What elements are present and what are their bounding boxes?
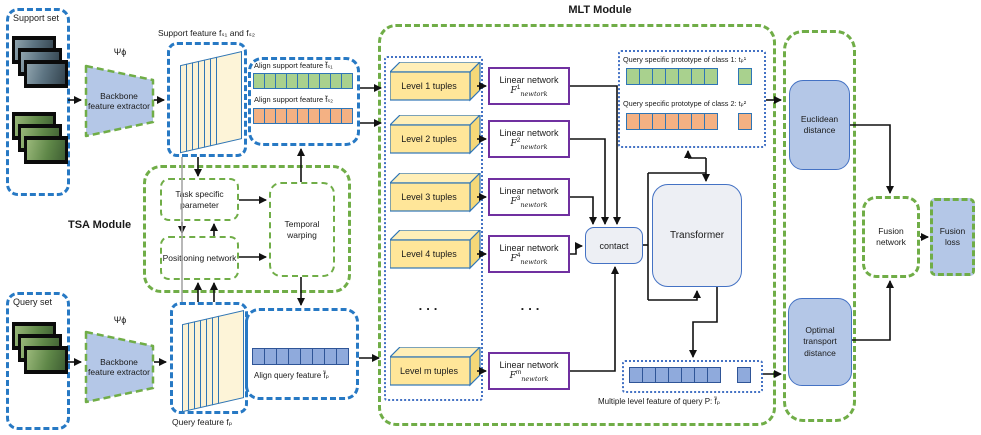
backbone-extractor-label-bottom: Backbone feature extractor: [88, 356, 150, 377]
linear-network-3-box: Linear network F3newtork: [488, 178, 570, 216]
video-thumbnail: [24, 346, 68, 374]
optimal-transport-box: Optimal transport distance: [788, 298, 852, 386]
align-query-box: [245, 308, 359, 400]
level-3-tuples-box: Level 3 tuples: [388, 171, 482, 213]
linear-network-4-box: Linear network F4newtork: [488, 235, 570, 273]
linear-network-1-formula: F1newtork: [510, 84, 548, 98]
linear-network-m-box: Linear network Fmnewtork: [488, 352, 570, 390]
linear-network-1-box: Linear network F1newtork: [488, 67, 570, 105]
align-support-s1-cells: [253, 73, 353, 89]
linear-network-m-label: Linear network: [499, 359, 559, 370]
align-support-s2-label: Align support feature f̃ₛ₂: [254, 95, 334, 104]
linear-network-4-formula: F4newtork: [510, 252, 548, 266]
level-m-tuples-label: Level m tuples: [399, 366, 459, 376]
tsa-module-box: [143, 165, 351, 293]
align-query-label: Align query feature f̃ₚ: [254, 371, 330, 380]
backbone-extractor-shape-bottom: [84, 330, 155, 404]
level-4-tuples-box: Level 4 tuples: [388, 228, 482, 270]
positioning-network-box: Positioning network: [160, 236, 239, 280]
linear-network-2-label: Linear network: [499, 127, 559, 138]
linear-network-2-formula: F2newtork: [510, 137, 548, 151]
query-set-box: [6, 292, 70, 430]
multi-level-feature-cells: [629, 367, 751, 383]
query-set-label: Query set: [13, 297, 53, 307]
psi-phi-label-top: Ψϕ: [113, 47, 127, 58]
transformer-box: Transformer: [652, 184, 742, 287]
align-query-cells: [252, 348, 349, 365]
contact-box: contact: [585, 227, 643, 264]
support-feature-stack-box: [167, 42, 247, 157]
query-prototype-2-cells: [626, 113, 752, 130]
level-tuples-group-box: [384, 56, 483, 401]
query-prototype-1-label: Query specific prototype of class 1: tₚ¹: [623, 55, 747, 64]
level-2-tuples-label: Level 2 tuples: [401, 134, 457, 144]
backbone-extractor-label-top: Backbone feature extractor: [88, 90, 150, 111]
query-prototype-1-cells: [626, 68, 752, 85]
align-support-s2-cells: [253, 108, 353, 124]
linear-network-4-label: Linear network: [499, 242, 559, 253]
support-feature-label: Support feature fₛ₁ and fₛ₂: [158, 28, 256, 38]
level-2-tuples-box: Level 2 tuples: [388, 113, 482, 155]
level-4-tuples-label: Level 4 tuples: [401, 249, 457, 259]
psi-phi-label-bottom: Ψϕ: [113, 315, 127, 326]
linear-networks-ellipsis: ...: [520, 297, 544, 313]
mlt-module-box: [378, 24, 776, 426]
linear-network-3-label: Linear network: [499, 185, 559, 196]
support-set-box: [6, 8, 70, 196]
level-1-tuples-label: Level 1 tuples: [401, 81, 457, 91]
level-m-tuples-box: Level m tuples: [388, 345, 482, 387]
tuples-ellipsis: ...: [418, 297, 442, 313]
video-frame-image: [27, 350, 65, 370]
support-set-label: Support set: [13, 13, 60, 23]
query-feature-label: Query feature fₚ: [172, 417, 233, 427]
support-feature-sheets: [180, 50, 242, 154]
distance-module-box: [783, 30, 856, 422]
task-specific-parameter-box: Task specific parameter: [160, 178, 239, 221]
level-3-tuples-label: Level 3 tuples: [401, 192, 457, 202]
tsa-module-title: TSA Module: [68, 219, 132, 231]
multi-level-feature-box: [622, 360, 763, 393]
query-feature-sheets: [182, 309, 244, 413]
align-support-s1-label: Align support feature f̃ₛ₁: [254, 61, 333, 70]
linear-network-2-box: Linear network F2newtork: [488, 120, 570, 158]
linear-network-3-formula: F3newtork: [510, 195, 548, 209]
video-frame-image: [27, 64, 65, 84]
multi-level-feature-label: Multiple level feature of query P: f̃ₚ: [598, 397, 721, 406]
video-frame-image: [27, 140, 65, 160]
video-thumbnail: [24, 136, 68, 164]
query-prototype-2-label: Query specific prototype of class 2: tₚ²: [623, 99, 747, 108]
query-prototype-box: [618, 50, 766, 148]
fusion-network-box: Fusion network: [862, 196, 920, 278]
backbone-extractor-shape-top: [84, 64, 155, 138]
mlt-module-title: MLT Module: [568, 4, 632, 16]
level-1-tuples-box: Level 1 tuples: [388, 60, 482, 102]
temporal-warping-box: Temporal warping: [269, 182, 335, 277]
linear-network-1-label: Linear network: [499, 74, 559, 85]
linear-network-m-formula: Fmnewtork: [509, 369, 549, 383]
euclidean-distance-box: Euclidean distance: [789, 80, 850, 170]
fusion-loss-box: Fusion loss: [930, 198, 975, 276]
video-thumbnail: [24, 60, 68, 88]
align-support-box: [248, 57, 360, 146]
